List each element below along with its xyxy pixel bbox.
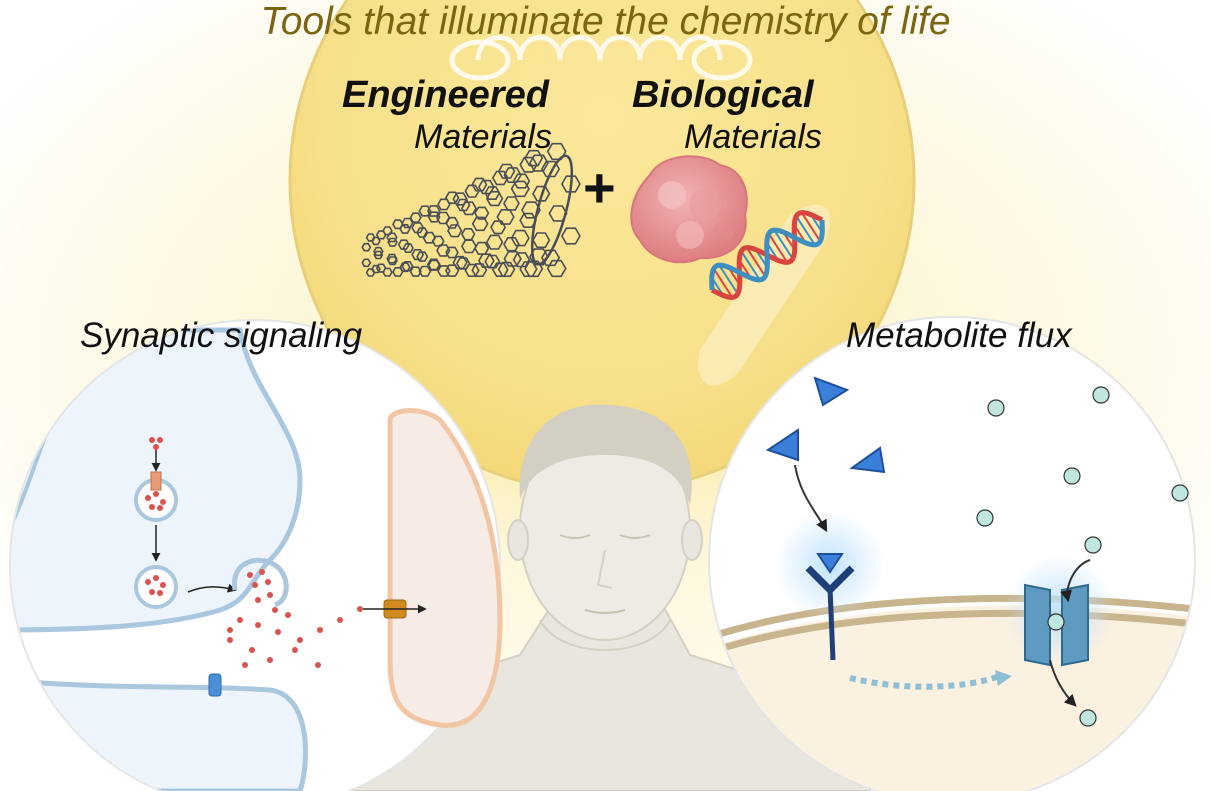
- vesicle-top: [134, 471, 178, 522]
- engineered-label: Engineered: [342, 74, 549, 116]
- protein-blob-icon: [630, 155, 748, 264]
- engineered-sublabel: Materials: [414, 118, 552, 156]
- plus-operator: +: [583, 156, 616, 219]
- biological-sublabel: Materials: [684, 118, 822, 156]
- glial-cell: [363, 408, 503, 728]
- metabolite-panel: [708, 316, 1196, 791]
- biological-label: Biological: [632, 74, 814, 116]
- membrane-transporter-icon: [1024, 583, 1089, 667]
- figure-title: Tools that illuminate the chemistry of l…: [260, 0, 951, 43]
- filament-icon: [475, 35, 723, 61]
- filament-loop-left: [449, 39, 511, 81]
- synaptic-signaling-label: Synaptic signaling: [80, 316, 363, 355]
- vesicle-middle: [134, 565, 178, 609]
- dna-helix-icon: [709, 210, 825, 300]
- metabolite-flux-label: Metabolite flux: [846, 316, 1072, 355]
- carbon-nanotube-icon: [361, 142, 581, 278]
- neurotransmitter-dots: [145, 437, 447, 668]
- ligand-triangles: [765, 376, 886, 474]
- filament-loop-right: [691, 39, 753, 81]
- metabolite-dots: [976, 386, 1189, 727]
- receptor-icon: [805, 553, 855, 661]
- postsynaptic-receptor: [208, 673, 222, 697]
